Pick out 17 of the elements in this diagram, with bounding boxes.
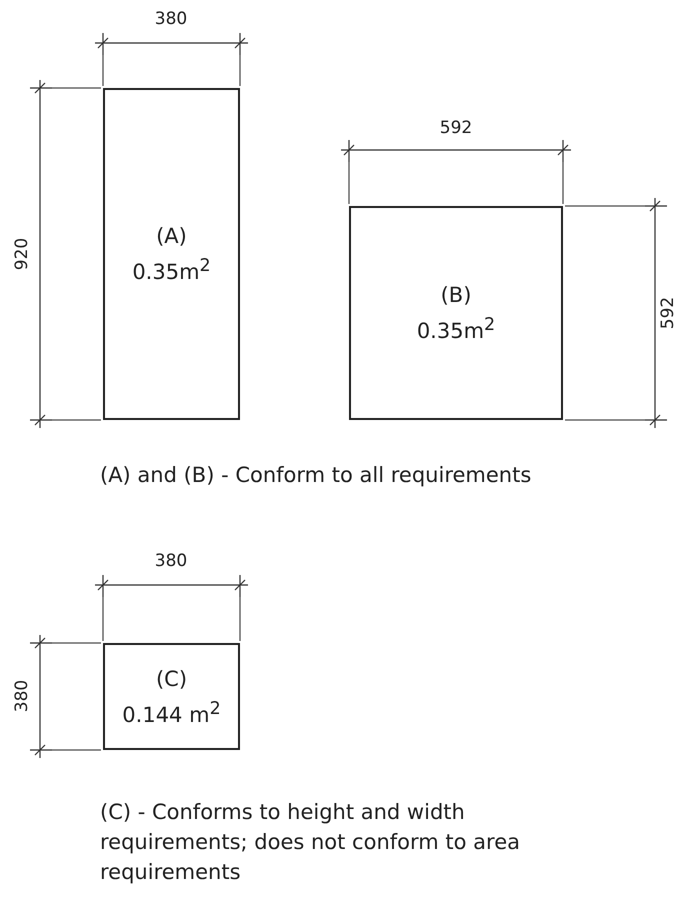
dimension-label: 380 [154,9,188,29]
area-value: 0.35m$^{2}$ [416,314,496,345]
panel-outline [103,643,240,750]
panel-outline [103,88,240,420]
panel-letter: (B) [440,282,472,309]
dimension-label: 380 [12,680,32,712]
dimension-label: 592 [440,118,472,138]
panel-outline [349,206,563,420]
dimension-label: 592 [658,296,678,330]
caption-note: (A) and (B) - Conform to all requirements [100,462,532,489]
area-value: 0.144 m$^{2}$ [122,698,221,728]
area-value: 0.35m$^{2}$ [132,255,211,286]
dimension-label: 920 [12,238,32,270]
panel-letter: (A) [156,223,187,250]
dimension-label: 380 [154,551,188,571]
panel-letter: (C) [156,666,188,692]
caption-note: (C) - Conforms to height and width requirements; does not conform to area requirements [100,799,520,886]
